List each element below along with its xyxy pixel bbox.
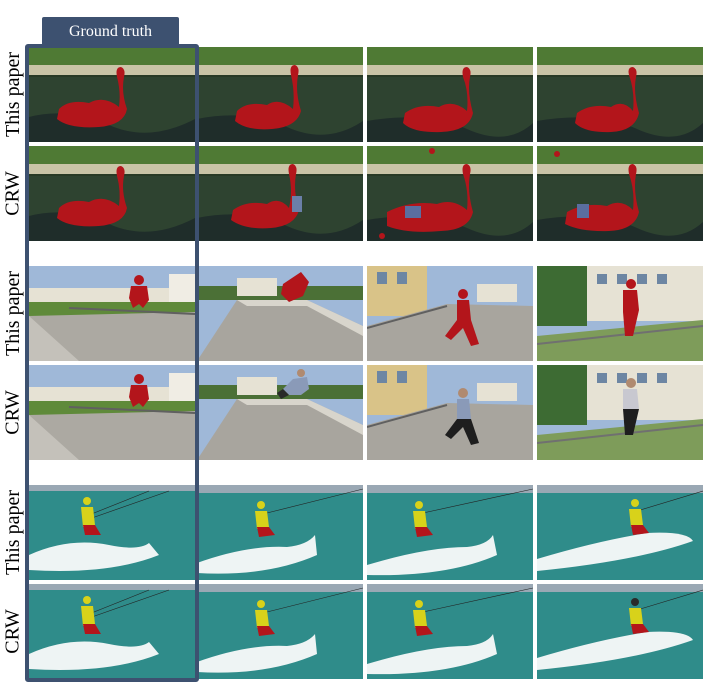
kiter-mask [255,501,275,537]
frame-parkour-ours-3 [367,266,533,361]
frame-swan-crw-3 [367,146,533,241]
frame-swan-crw-4 [537,146,703,241]
frame-kite-crw-gt [29,584,195,679]
person [623,378,639,435]
frame-kite-crw-3 [367,584,533,679]
kiter-mask [413,600,433,636]
kiter-mask [81,497,101,535]
ground-truth-label: Ground truth [68,23,153,40]
row-label-parkour-ours: This paper [1,271,24,356]
swan-mask [235,65,301,130]
swan-mask [57,67,127,128]
frame-swan-crw-gt [29,146,195,241]
kiter-mask [81,596,101,634]
person-mask [623,279,639,336]
swan-mask [57,166,127,227]
swan-mask [554,151,639,232]
swan-mask [575,67,639,133]
frame-kite-ours-3 [367,485,533,580]
frame-kite-crw-4 [537,584,703,679]
frame-swan-crw-2 [197,146,363,241]
person [277,369,309,399]
frame-kite-ours-gt [29,485,195,580]
frame-swan-ours-3 [367,47,533,142]
row-label-kite-crw: CRW [1,609,24,654]
person-mask [445,289,479,346]
frame-kite-ours-4 [537,485,703,580]
frame-parkour-crw-gt [29,365,195,460]
frame-parkour-ours-4 [537,266,703,361]
kiter-mask [629,499,649,535]
person-mask [281,272,309,302]
frame-parkour-crw-2 [197,365,363,460]
frame-kite-ours-2 [197,485,363,580]
person [445,388,479,445]
frame-kite-crw-2 [197,584,363,679]
swan-mask [379,148,473,239]
row-label-swan-crw: CRW [1,171,24,216]
frame-parkour-crw-4 [537,365,703,460]
swan-mask [403,67,473,133]
frame-swan-ours-2 [197,47,363,142]
swan-mask [231,164,302,229]
row-label-kite-ours: This paper [1,490,24,575]
row-label-parkour-crw: CRW [1,390,24,435]
kiter-mask [255,600,275,636]
kiter-mask [413,501,433,537]
frame-parkour-ours-gt [29,266,195,361]
person-mask [129,275,149,308]
frame-swan-ours-4 [537,47,703,142]
frame-parkour-ours-2 [197,266,363,361]
row-label-swan-ours: This paper [1,52,24,137]
person-mask [129,374,149,407]
kiter [629,598,649,634]
frame-parkour-crw-3 [367,365,533,460]
frame-swan-ours-gt [29,47,195,142]
ground-truth-header: Ground truth [42,17,179,47]
